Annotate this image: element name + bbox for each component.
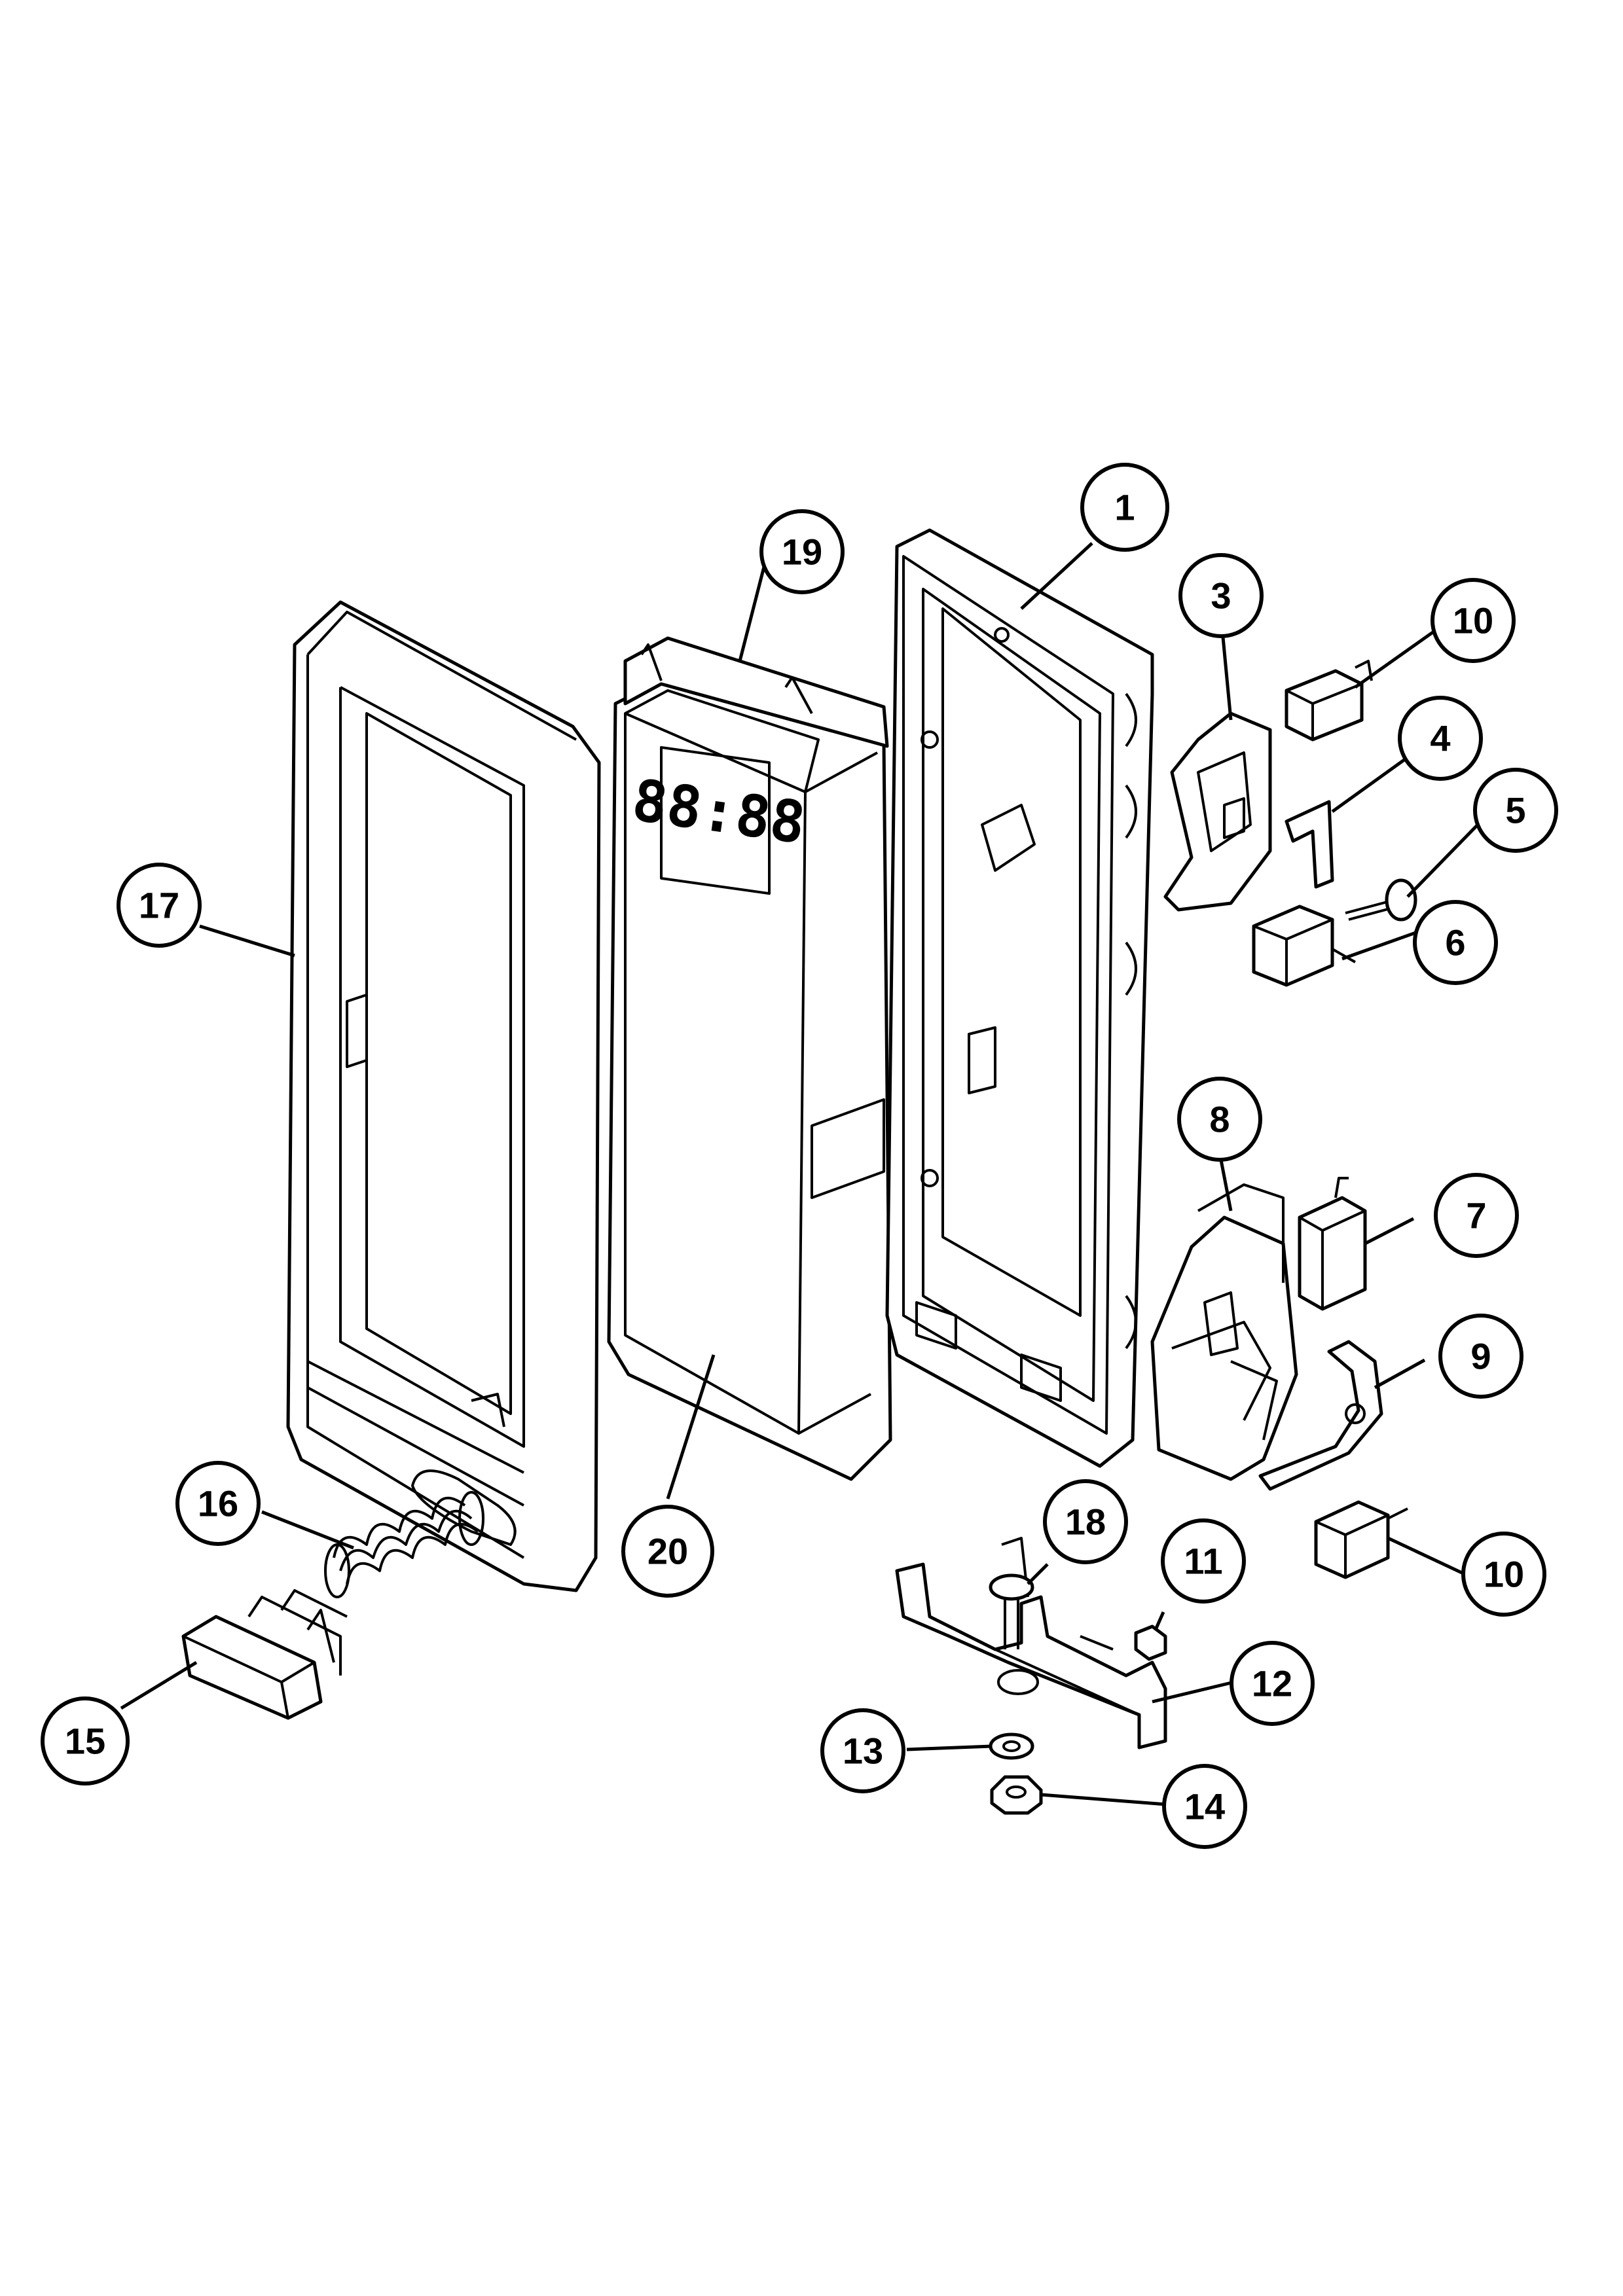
callout-label: 5 xyxy=(1505,790,1525,831)
callout-label: 17 xyxy=(139,885,179,926)
callout-16: 16 xyxy=(175,1461,261,1546)
callout-label: 8 xyxy=(1209,1099,1230,1140)
callout-11: 11 xyxy=(1161,1518,1246,1604)
callout-label: 10 xyxy=(1484,1554,1524,1595)
callout-20: 20 xyxy=(621,1505,714,1598)
callout-19: 19 xyxy=(759,509,845,594)
callout-3: 3 xyxy=(1178,553,1264,638)
part-5-screw xyxy=(1345,878,1417,922)
part-20-control-panel: 88:88 xyxy=(607,679,892,1481)
callout-label: 10 xyxy=(1453,600,1493,641)
callout-14: 14 xyxy=(1162,1764,1247,1849)
part-18-screw xyxy=(989,1573,1034,1649)
part-10-bottom-micro-switch xyxy=(1314,1500,1408,1579)
callout-17: 17 xyxy=(117,863,202,948)
callout-8: 8 xyxy=(1177,1077,1262,1162)
part-19-panel-top-strip xyxy=(623,636,889,748)
callout-label: 11 xyxy=(1184,1541,1222,1582)
callout-label: 3 xyxy=(1211,575,1231,617)
leader-lines xyxy=(120,542,1482,1806)
part-11-small-nut xyxy=(1134,1624,1167,1661)
callout-4: 4 xyxy=(1398,696,1483,781)
part-13-washer xyxy=(989,1732,1034,1760)
part-17-door-frame xyxy=(286,600,601,1592)
part-1-inner-door-panel xyxy=(885,528,1154,1468)
part-8-lower-latch xyxy=(1150,1183,1298,1481)
callout-5: 5 xyxy=(1473,768,1558,853)
callout-label: 16 xyxy=(198,1483,238,1524)
part-6-micro-switch xyxy=(1252,905,1356,987)
part-10-top-micro-switch xyxy=(1285,660,1373,742)
callout-10-bottom: 10 xyxy=(1461,1532,1546,1617)
callout-label: 14 xyxy=(1184,1786,1225,1827)
callout-label: 13 xyxy=(843,1731,883,1772)
part-4-lever xyxy=(1285,800,1334,889)
callout-label: 6 xyxy=(1445,922,1465,963)
digital-display-window xyxy=(660,745,771,895)
callout-1: 1 xyxy=(1080,463,1169,552)
callout-label: 18 xyxy=(1065,1501,1106,1543)
callout-10-top: 10 xyxy=(1431,578,1516,663)
part-15-push-button xyxy=(181,1589,348,1720)
part-7-micro-switch xyxy=(1298,1177,1367,1311)
callout-15: 15 xyxy=(41,1696,130,1785)
callout-label: 19 xyxy=(782,531,822,573)
callout-label: 9 xyxy=(1470,1336,1491,1377)
callout-6: 6 xyxy=(1413,900,1498,985)
callout-label: 4 xyxy=(1430,718,1450,759)
callout-18: 18 xyxy=(1043,1479,1128,1564)
callout-label: 20 xyxy=(647,1531,688,1572)
part-16-spring xyxy=(324,1491,484,1598)
callout-7: 7 xyxy=(1434,1173,1519,1258)
part-3-upper-latch xyxy=(1163,711,1272,912)
part-14-hex-nut xyxy=(990,1775,1043,1815)
callout-label: 15 xyxy=(65,1721,105,1762)
part-9-lever-arm xyxy=(1258,1340,1383,1491)
callout-9: 9 xyxy=(1438,1314,1523,1399)
callout-label: 1 xyxy=(1114,487,1135,528)
callout-label: 12 xyxy=(1252,1663,1292,1704)
callout-13: 13 xyxy=(820,1708,905,1793)
callout-label: 7 xyxy=(1466,1195,1486,1236)
part-12-bracket xyxy=(895,1537,1167,1749)
callout-12: 12 xyxy=(1230,1641,1315,1726)
